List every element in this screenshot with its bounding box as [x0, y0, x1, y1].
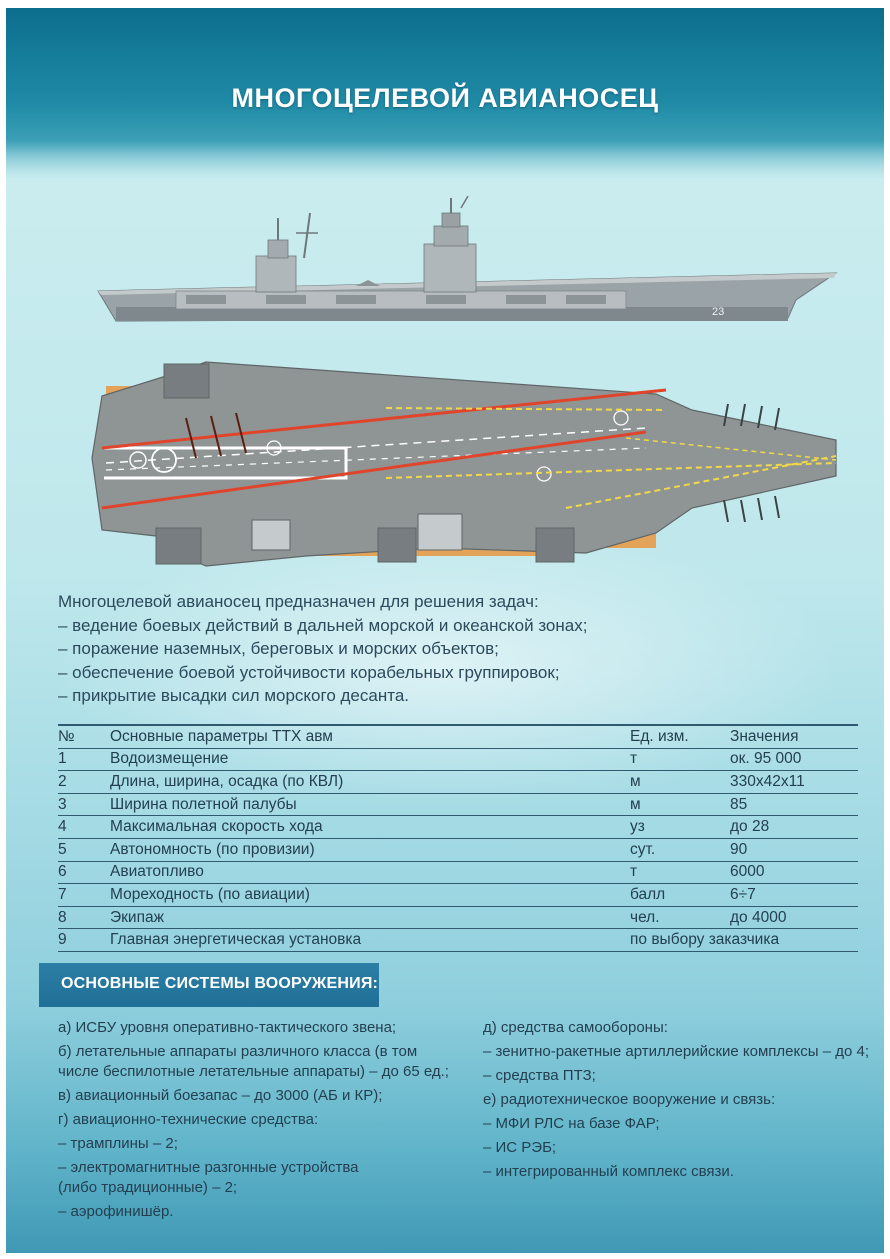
list-item: е) радиотехническое вооружение и связь: [483, 1091, 776, 1108]
list-item: а) ИСБУ уровня оперативно-тактического з… [58, 1019, 397, 1036]
purpose-task: – ведение боевых действий в дальней морс… [58, 615, 588, 635]
list-item: – электромагнитные разгонные устройства(… [58, 1159, 359, 1196]
list-item: – интегрированный комплекс связи. [483, 1163, 734, 1180]
list-item: – трамплины – 2; [58, 1135, 178, 1152]
list-item: г) авиационно-технические средства: [58, 1111, 319, 1128]
weapons-list-left: а) ИСБУ уровня оперативно-тактического з… [58, 1018, 468, 1226]
hull-number: 23 [712, 306, 724, 318]
col-header-value: Значения [730, 723, 858, 749]
header-band [6, 8, 884, 180]
page-title: МНОГОЦЕЛЕВОЙ АВИАНОСЕЦ [231, 83, 659, 113]
list-item: – зенитно-ракетные артиллерийские компле… [483, 1043, 869, 1060]
weapons-list-right: д) средства самообороны: – зенитно-ракет… [483, 1018, 873, 1186]
list-item: – ИС РЭБ; [483, 1139, 557, 1156]
carrier-deck-view [91, 361, 837, 567]
purpose-text: Многоцелевой авианосец предназначен для … [58, 590, 838, 708]
weapons-section-banner: ОСНОВНЫЕ СИСТЕМЫ ВООРУЖЕНИЯ: [39, 963, 379, 1007]
purpose-task: – поражение наземных, береговых и морски… [58, 639, 499, 658]
weapons-section-title: ОСНОВНЫЕ СИСТЕМЫ ВООРУЖЕНИЯ: [61, 975, 379, 992]
col-header-number: № [58, 723, 110, 749]
col-header-unit: Ед. изм. [630, 723, 730, 749]
list-item: – аэрофинишёр. [58, 1203, 174, 1220]
carrier-side-view: 23 [97, 195, 838, 322]
list-item: б) летательные аппараты различного класс… [58, 1043, 449, 1080]
purpose-task: – прикрытие высадки сил морского десанта… [58, 686, 409, 705]
list-item: в) авиационный боезапас – до 3000 (АБ и … [58, 1087, 383, 1104]
carrier-illustration: 23 [91, 195, 838, 567]
list-item: – МФИ РЛС на базе ФАР; [483, 1115, 660, 1132]
list-item: д) средства самообороны: [483, 1019, 668, 1036]
purpose-lead: Многоцелевой авианосец предназначен для … [58, 592, 539, 611]
table-header-row: № Основные параметры ТТХ авм Ед. изм. Зн… [58, 723, 858, 749]
specifications-table: № Основные параметры ТТХ авм Ед. изм. Зн… [58, 723, 858, 952]
purpose-task: – обеспечение боевой устойчивости корабе… [58, 662, 560, 682]
brochure-page: МНОГОЦЕЛЕВОЙ АВИАНОСЕЦ [6, 8, 884, 1253]
col-header-parameter: Основные параметры ТТХ авм [110, 723, 630, 749]
list-item: – средства ПТЗ; [483, 1067, 596, 1084]
